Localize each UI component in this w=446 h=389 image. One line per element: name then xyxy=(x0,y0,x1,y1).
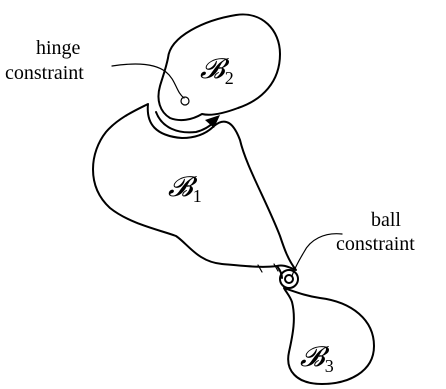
hinge-rotation-arrow xyxy=(155,111,215,134)
ball-joint-ball xyxy=(284,274,294,284)
b1-neck xyxy=(276,265,283,279)
body-b3-outline xyxy=(283,287,375,385)
hinge-pin xyxy=(180,96,190,106)
ball-label-line1: ball xyxy=(371,209,401,231)
body-b1-label: 𝓑1 xyxy=(168,172,202,206)
b1-base-tick-left xyxy=(257,264,263,273)
ball-label-line2: constraint xyxy=(336,233,415,255)
hinge-leader-line xyxy=(111,63,185,99)
body-b2-label: 𝓑2 xyxy=(200,54,234,88)
hinge-label-line1: hinge xyxy=(36,37,81,59)
hinge-label-line2: constraint xyxy=(5,62,84,84)
ball-leader-line xyxy=(291,233,343,277)
hinge-rotation-arrowhead xyxy=(205,115,220,128)
body-b3-label: 𝓑3 xyxy=(300,342,334,376)
body-b2-outline xyxy=(157,13,281,122)
ball-joint-socket xyxy=(279,269,299,289)
b1-base-tick-right xyxy=(273,263,279,272)
